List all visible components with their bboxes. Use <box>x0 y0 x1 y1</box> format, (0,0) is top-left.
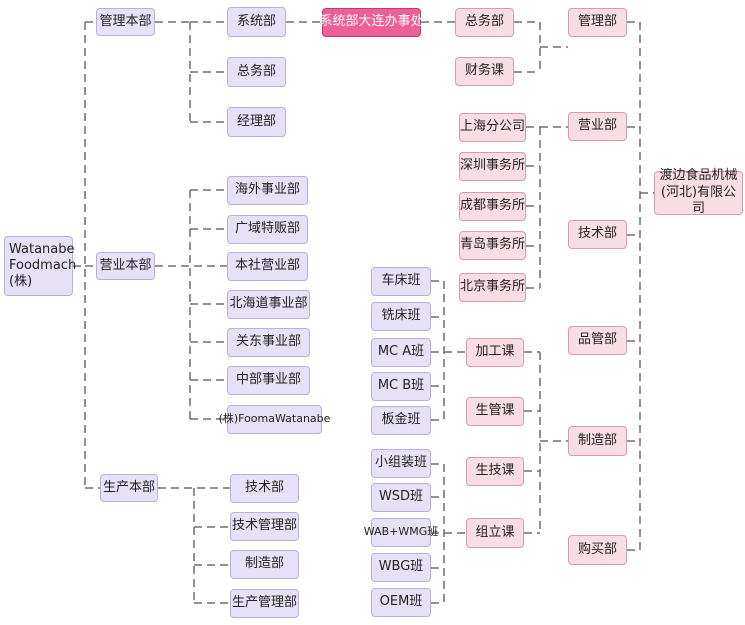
section-production-control: 生管课 <box>466 397 524 426</box>
team-mc-b: MC B班 <box>371 372 431 401</box>
root-company: Watanabe Foodmach (株) <box>4 236 76 296</box>
office-shanghai: 上海分公司 <box>459 113 526 142</box>
dept-accounting: 经理部 <box>227 107 286 137</box>
division-management: 管理本部 <box>96 8 155 36</box>
office-beijing: 北京事务所 <box>459 273 526 302</box>
dept-chubu: 中部事业部 <box>227 366 310 395</box>
division-production: 生产本部 <box>100 474 158 502</box>
china-dept-purchasing: 购买部 <box>568 535 627 565</box>
dept-overseas: 海外事业部 <box>227 176 308 205</box>
team-sheet-metal: 板金班 <box>371 406 431 435</box>
china-company: 渡边食品机械(河北)有限公司 <box>654 168 743 216</box>
dept-general-affairs: 总务部 <box>227 57 286 87</box>
dept-head-office-sales: 本社营业部 <box>227 252 308 281</box>
team-wsd: WSD班 <box>371 483 431 512</box>
china-dept-management: 管理部 <box>568 8 627 37</box>
office-shenzhen: 深圳事务所 <box>459 152 526 181</box>
team-lathe: 车床班 <box>371 267 431 296</box>
dept-system: 系统部 <box>227 7 286 37</box>
team-wbg: WBG班 <box>371 553 431 582</box>
unit-finance: 财务课 <box>455 57 514 86</box>
dept-engineering: 技术部 <box>230 474 299 503</box>
section-assembly: 组立课 <box>466 518 524 548</box>
division-sales: 营业本部 <box>96 252 155 280</box>
dept-engineering-management: 技术管理部 <box>230 512 299 541</box>
dept-production-management: 生产管理部 <box>230 589 299 618</box>
china-dept-technical: 技术部 <box>568 220 627 249</box>
office-qingdao: 青岛事务所 <box>459 231 526 260</box>
dept-kanto: 关东事业部 <box>227 328 310 357</box>
china-dept-sales: 营业部 <box>568 112 627 141</box>
team-mc-a: MC A班 <box>371 338 431 367</box>
dept-fooma-watanabe: (株)FoomaWatanabe <box>219 405 330 434</box>
dept-manufacturing: 制造部 <box>230 550 299 579</box>
team-wab-wmg: WAB+WMG班 <box>364 518 438 547</box>
china-dept-manufacturing: 制造部 <box>568 426 627 456</box>
china-dept-quality: 品管部 <box>568 326 627 355</box>
team-milling: 铣床班 <box>371 302 431 331</box>
team-oem: OEM班 <box>371 588 431 617</box>
team-sub-assembly: 小组装班 <box>371 449 431 478</box>
dept-hokkaido: 北海道事业部 <box>227 290 310 319</box>
dalian-office: 系统部大连办事处 <box>320 8 424 37</box>
dept-wide-area-sales: 广域特贩部 <box>227 215 308 244</box>
unit-general-affairs: 总务部 <box>455 8 514 37</box>
section-production-engineering: 生技课 <box>466 457 524 486</box>
section-machining: 加工课 <box>466 338 524 367</box>
office-chengdu: 成都事务所 <box>459 192 526 221</box>
